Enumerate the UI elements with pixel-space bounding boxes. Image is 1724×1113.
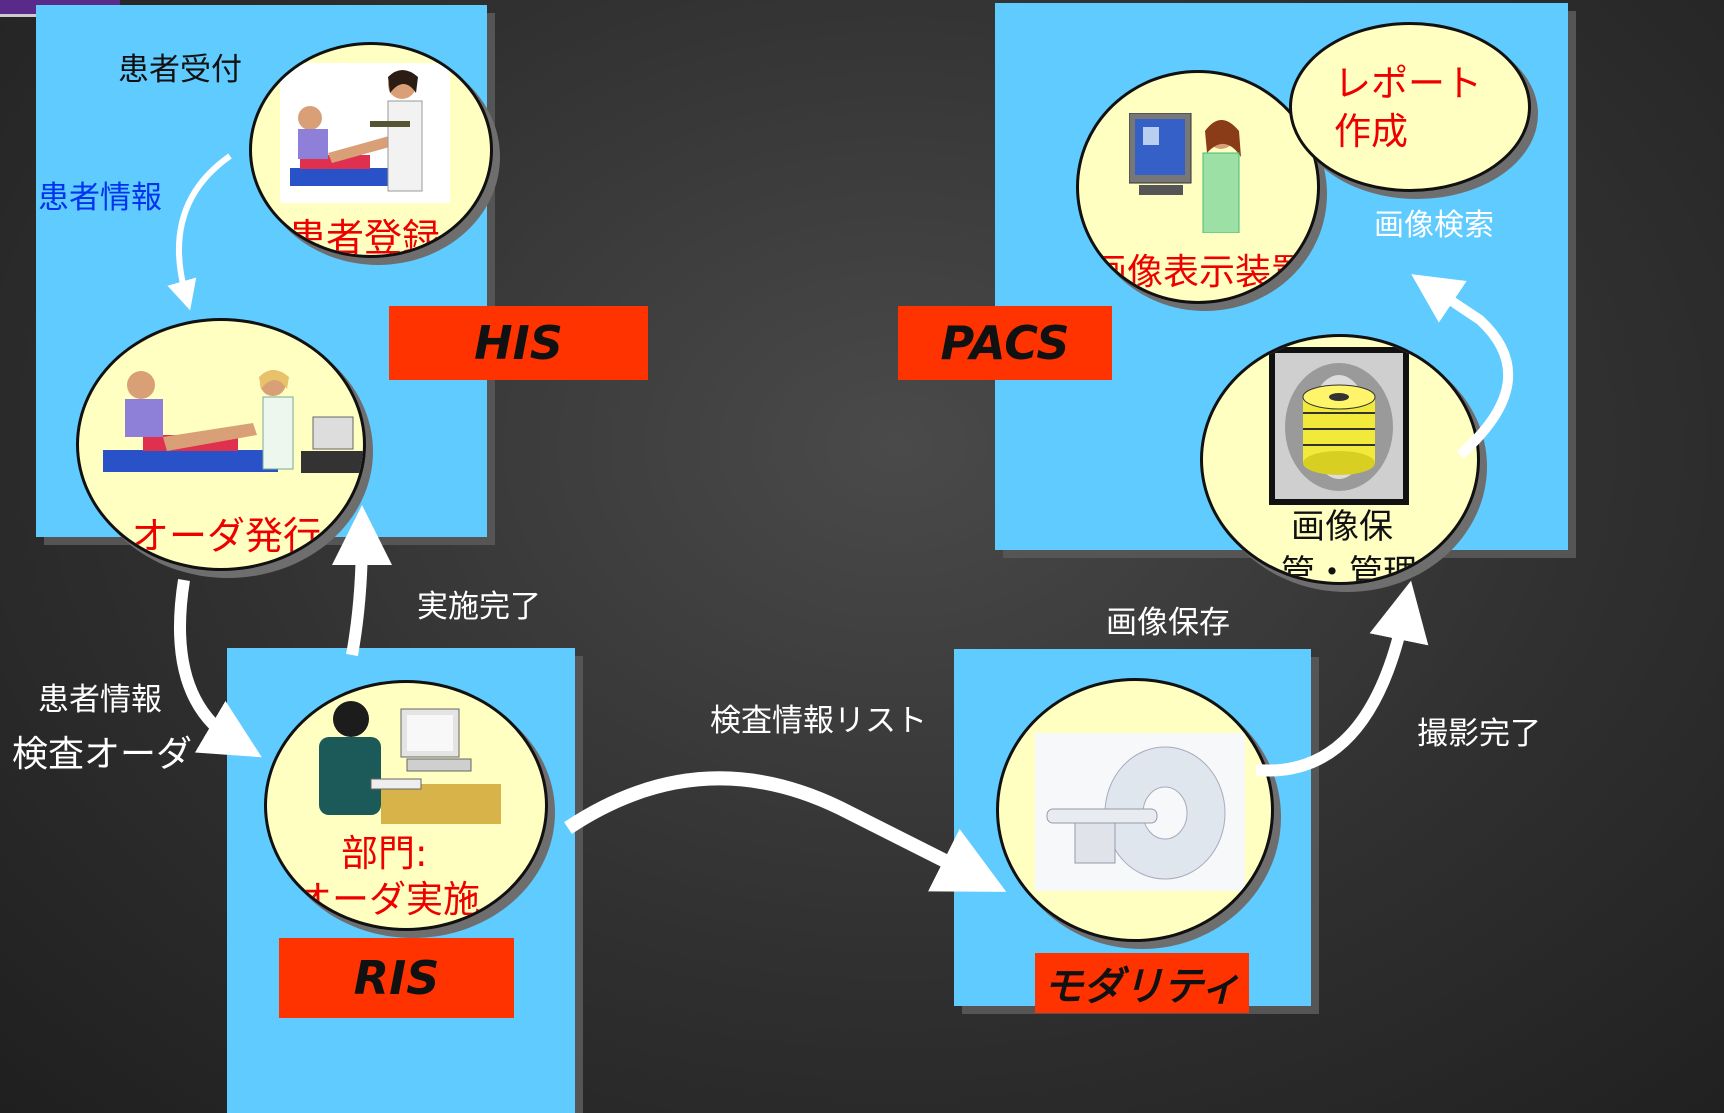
storage-line1-label: 画像保 (1291, 507, 1393, 547)
image-viewer-node[interactable]: 画像表示装置 (1076, 70, 1320, 304)
order-issue-node[interactable]: オーダ発行 (76, 318, 366, 571)
nurse-patient-icon (280, 63, 450, 203)
ris-tag: RIS (279, 938, 514, 1018)
patient-info-label: 患者情報 (38, 180, 162, 216)
department-line1-label: 部門: (341, 832, 428, 875)
image-search-label: 画像検索 (1374, 208, 1494, 243)
ct-scanner-icon (1035, 733, 1245, 891)
image-storage-node[interactable]: 画像保 管・管理 (1200, 334, 1480, 585)
report-line2-label: 作成 (1334, 110, 1408, 153)
storage-line2-label: 管・管理 (1281, 553, 1417, 585)
exam-order-flow-label: 検査オーダ (12, 734, 193, 775)
capture-done-flow-label: 撮影完了 (1417, 716, 1541, 752)
arrow-order-to-ris (173, 579, 262, 758)
image-viewer-label: 画像表示装置 (1091, 252, 1308, 293)
arrow-modality-to-storage (1255, 580, 1429, 777)
arrow-ris-to-modality (564, 771, 1007, 892)
report-line1-label: レポート (1334, 62, 1482, 105)
patient-reception-label: 患者受付 (118, 52, 242, 88)
operator-workstation-icon (319, 701, 501, 824)
arrow-storage-to-viewer (1411, 274, 1514, 459)
worklist-flow-label: 検査情報リスト (710, 703, 927, 739)
his-tag: HIS (389, 306, 648, 380)
pacs-tag: PACS (898, 306, 1112, 380)
patient-registration-node[interactable]: 患者登録 (249, 42, 493, 258)
radiologist-viewer-icon (1129, 113, 1241, 233)
modality-tag: モダリティ (1035, 953, 1249, 1013)
modality-node[interactable] (996, 678, 1274, 942)
department-order-node[interactable]: 部門: オーダ実施 (264, 680, 548, 931)
order-issue-label: オーダ発行 (131, 514, 322, 558)
department-line2-label: オーダ実施 (295, 878, 480, 921)
report-creation-node[interactable]: レポート 作成 (1289, 22, 1531, 192)
patient-registration-label: 患者登録 (288, 216, 441, 258)
completion-label: 実施完了 (417, 589, 541, 625)
arrow-ris-to-order-done (331, 505, 392, 657)
arrow-reception-to-order (167, 153, 232, 311)
patient-info-flow-label: 患者情報 (38, 682, 162, 718)
doctor-patient-icon (103, 370, 363, 473)
image-save-flow-label: 画像保存 (1106, 605, 1230, 641)
image-archive-icon (1269, 347, 1409, 505)
